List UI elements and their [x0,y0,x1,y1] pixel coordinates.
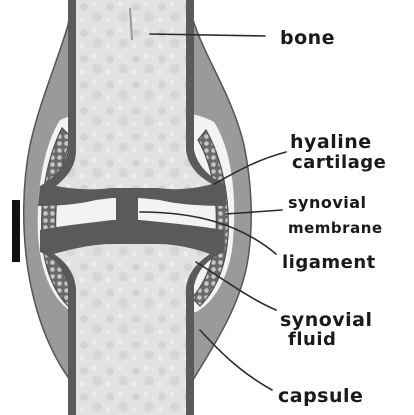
label-capsule: capsule [278,385,363,407]
label-ligament: ligament [282,252,376,273]
label-cartilage: cartilage [292,152,386,173]
label-synovial-fluid-line1: synovial [280,309,373,331]
label-synovial-membrane-line2: membrane [288,219,383,237]
label-synovial-membrane-line1: synovial [288,193,367,212]
capsule-edge-mark [12,200,20,262]
label-hyaline: hyaline [290,131,372,153]
label-bone: bone [280,27,335,49]
ligament-stub [116,196,138,224]
label-synovial-fluid-line2: fluid [288,329,336,350]
